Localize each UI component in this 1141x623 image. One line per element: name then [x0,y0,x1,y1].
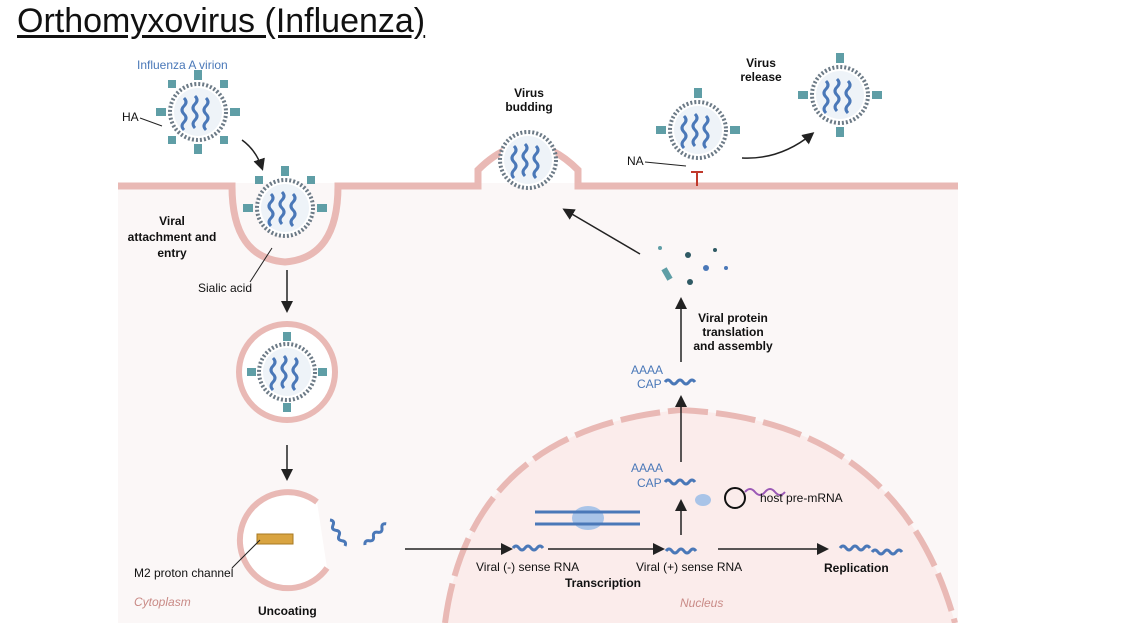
budding-line1: Virus [514,86,544,100]
na-label: NA [627,154,644,168]
virion-label: Influenza A virion [137,58,228,72]
mrna2-aaaa: AAAA [631,461,663,475]
arrow-release [741,132,815,159]
uncoating-label: Uncoating [258,604,317,618]
translation-line1: Viral protein [698,311,768,325]
slide-title: Orthomyxovirus (Influenza) [17,2,426,40]
viral-protein-fragments [658,246,728,285]
attachment-line1: Viral [159,214,185,228]
host-premrna-label: host pre-mRNA [760,491,843,505]
arrow-attach [241,139,265,171]
mrna1-aaaa: AAAA [631,363,663,377]
mrna1-cap: CAP [637,377,662,391]
translation-line3: and assembly [693,339,773,353]
endosome-virion [236,321,338,423]
pos-rna-label: Viral (+) sense RNA [636,560,742,574]
ribosome-icon [535,506,640,530]
budding-line2: budding [505,100,552,114]
sialic-acid-label: Sialic acid [198,281,252,295]
entering-virion [243,166,327,238]
cytoplasm-label: Cytoplasm [134,595,191,609]
cap-snatch-icon [695,487,786,509]
releasing-virion [656,88,740,160]
replication-label: Replication [824,561,889,575]
budding-virion [498,130,558,190]
uncoating-endosome [236,489,330,592]
nucleus-label: Nucleus [680,596,723,610]
mrna2-cap: CAP [637,476,662,490]
released-virion [798,53,882,137]
arrow-to-budding [562,208,641,255]
attachment-line3: entry [157,246,187,260]
nucleus-envelope [442,406,958,623]
release-line1: Virus [746,56,776,70]
neg-rna-label: Viral (-) sense RNA [476,560,579,574]
na-receptor [691,171,703,186]
translation-line2: translation [702,325,763,339]
attachment-line2: attachment and [128,230,217,244]
ha-label: HA [122,110,139,124]
release-line2: release [740,70,782,84]
influenza-a-virion [156,70,240,154]
m2-label: M2 proton channel [134,566,233,580]
transcription-label: Transcription [565,576,641,590]
